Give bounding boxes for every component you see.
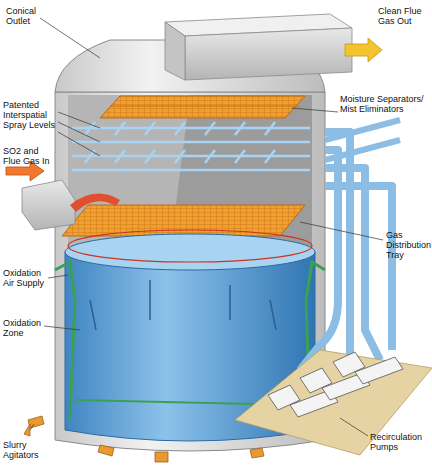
callout-label: Slurry Agitators (3, 440, 48, 460)
callout-label: Moisture Separators/ Mist Eliminators (340, 94, 428, 114)
callout-label: Conical Outlet (6, 6, 46, 26)
callout-label: Patented Interspatial Spray Levels (3, 100, 59, 130)
callout-label: Recirculation Pumps (370, 432, 430, 452)
callout-label: Gas Distribution Tray (386, 230, 432, 260)
callout-label: SO2 and Flue Gas In (3, 146, 55, 166)
callout-label: Oxidation Air Supply (3, 268, 53, 288)
callout-label: Clean Flue Gas Out (378, 6, 428, 26)
callout-label: Oxidation Zone (3, 318, 51, 338)
